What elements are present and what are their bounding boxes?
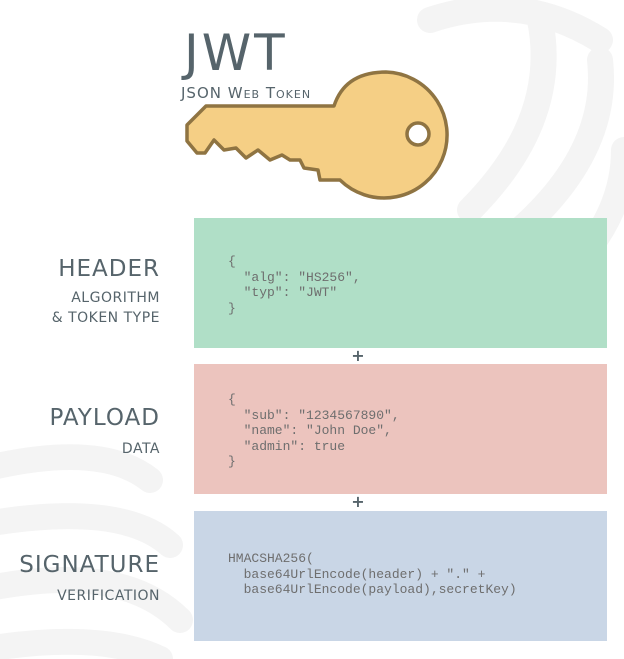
signature-label: SIGNATURE VERIFICATION: [19, 552, 160, 606]
page-title: JWT: [184, 24, 288, 82]
header-subtitle-2: & TOKEN TYPE: [51, 310, 160, 326]
signature-title: SIGNATURE: [19, 552, 160, 578]
page-subtitle: JSON Web Token: [181, 84, 312, 102]
plus-separator-1: +: [351, 346, 365, 365]
signature-subtitle: VERIFICATION: [57, 588, 160, 604]
payload-code: { "sub": "1234567890", "name": "John Doe…: [228, 392, 400, 469]
header-box: { "alg": "HS256", "typ": "JWT" }: [194, 218, 607, 348]
header-code: { "alg": "HS256", "typ": "JWT" }: [228, 254, 361, 316]
payload-title: PAYLOAD: [49, 405, 160, 431]
header-label: HEADER ALGORITHM & TOKEN TYPE: [52, 256, 160, 328]
key-icon: [185, 70, 449, 200]
payload-subtitle: DATA: [121, 441, 160, 457]
header-subtitle-1: ALGORITHM: [71, 290, 160, 306]
payload-label: PAYLOAD DATA: [49, 405, 160, 459]
header-title: HEADER: [58, 256, 160, 282]
payload-box: { "sub": "1234567890", "name": "John Doe…: [194, 364, 607, 494]
signature-box: HMACSHA256( base64UrlEncode(header) + ".…: [194, 511, 607, 641]
signature-code: HMACSHA256( base64UrlEncode(header) + ".…: [228, 551, 517, 597]
plus-separator-2: +: [351, 492, 365, 511]
